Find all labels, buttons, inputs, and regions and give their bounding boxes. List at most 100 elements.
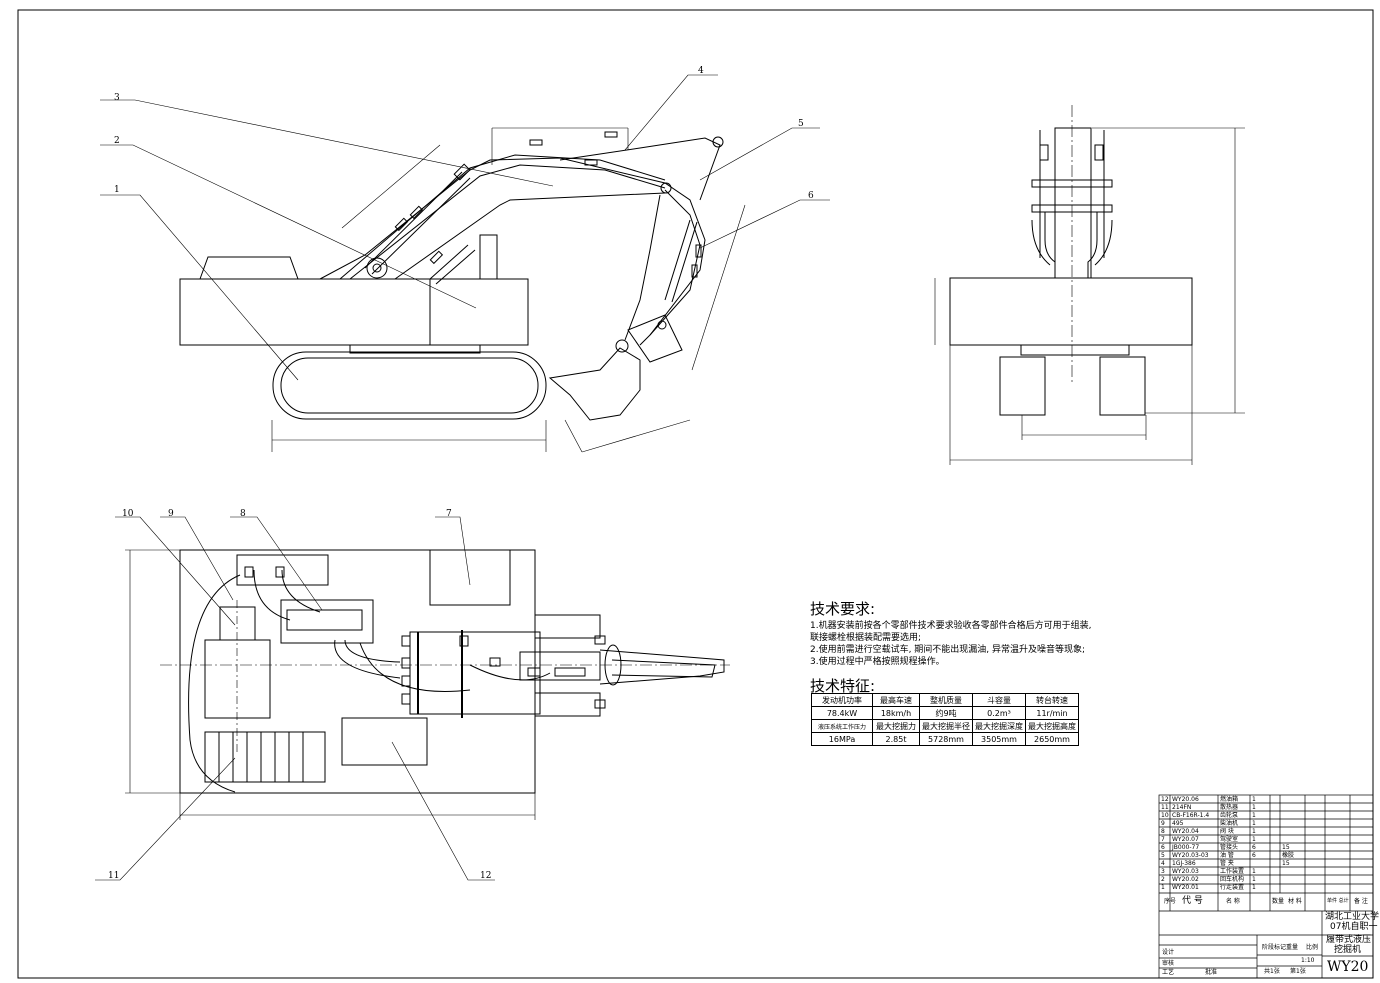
technical-requirements: 技术要求: 1.机器安装前按各个零部件技术要求验收各零部件合格后方可用于组装, … xyxy=(810,600,1110,668)
table-cell: 斗容量 xyxy=(972,693,1026,707)
bom-header-remark: 备 注 xyxy=(1354,898,1368,905)
drawing-frame xyxy=(17,9,1374,979)
track-inner xyxy=(280,357,539,414)
table-cell: 发动机功率 xyxy=(811,693,873,707)
bom-cell: 4 xyxy=(1161,860,1165,867)
bom-cell: 1 xyxy=(1252,796,1256,803)
top-view xyxy=(95,516,730,881)
label-design: 设计 xyxy=(1162,949,1175,956)
table-cell: 2.85t xyxy=(872,732,920,746)
requirement-line: 联接螺栓根据装配需要选用; xyxy=(810,633,922,643)
table-row: 液压系统工作压力最大挖掘力最大挖掘半径最大挖掘深度最大挖掘高度 xyxy=(811,719,1079,733)
balloon-10: 10 xyxy=(122,509,134,519)
product-name-line1: 履带式液压 xyxy=(1326,935,1372,945)
bom-cell: 9 xyxy=(1161,820,1165,827)
drawing-number: WY20 xyxy=(1327,959,1369,975)
bom-cell: WY20.01 xyxy=(1172,884,1199,891)
bom-cell: 齿轮泵 xyxy=(1220,812,1239,819)
table-cell: 约9吨 xyxy=(919,706,973,720)
label-check: 审核 xyxy=(1162,960,1175,967)
balloon-8: 8 xyxy=(240,509,246,519)
table-cell: 最大挖掘高度 xyxy=(1025,719,1079,733)
balloon-12: 12 xyxy=(480,871,491,881)
bom-header-weight: 单件 总计 xyxy=(1327,898,1349,904)
bom-cell: 橡胶 xyxy=(1282,852,1295,859)
track-outer xyxy=(272,351,547,420)
bom-cell: 10 xyxy=(1161,812,1169,819)
bom-header-qty: 数量 xyxy=(1272,898,1285,905)
valve-block xyxy=(280,599,374,644)
bom-cell: 行走装置 xyxy=(1220,884,1245,891)
balloon-7: 7 xyxy=(446,509,452,519)
boom-pivot xyxy=(366,257,388,279)
requirements-title: 技术要求: xyxy=(810,600,876,618)
requirement-line: 3.使用过程中严格按照规程操作。 xyxy=(810,657,945,667)
label-weight: 重量 xyxy=(1286,944,1299,951)
bom-cell: 8 xyxy=(1161,828,1165,835)
scale: 1:10 xyxy=(1301,957,1315,964)
label-approve: 批准 xyxy=(1205,969,1218,976)
table-cell: 最高车速 xyxy=(872,693,920,707)
label-process: 工艺 xyxy=(1162,969,1175,976)
balloon-1: 1 xyxy=(114,185,120,195)
sheet-number: 第1张 xyxy=(1290,968,1306,975)
bom-cell: WY20.04 xyxy=(1172,828,1199,835)
bucket xyxy=(548,347,641,421)
table-cell: 0.2m³ xyxy=(972,706,1026,720)
bom-cell: 散热器 xyxy=(1220,804,1239,811)
table-cell: 78.4kW xyxy=(811,706,873,720)
bom-header-material: 材 料 xyxy=(1288,898,1302,905)
table-cell: 最大挖掘力 xyxy=(872,719,920,733)
balloon-9: 9 xyxy=(168,509,174,519)
engine xyxy=(204,639,271,719)
bom-cell: 管 夹 xyxy=(1220,860,1234,867)
bom-cell: 11 xyxy=(1161,804,1169,811)
bom-cell: 1 xyxy=(1252,868,1256,875)
bom-cell: 7 xyxy=(1161,836,1165,843)
bom-cell: 15 xyxy=(1282,860,1290,867)
front-upper-body xyxy=(949,277,1193,346)
bom-cell: 1 xyxy=(1252,836,1256,843)
bom-cell: WY20.03 xyxy=(1172,868,1199,875)
bom-header-code: 代 号 xyxy=(1182,896,1203,906)
table-row: 发动机功率最高车速整机质量斗容量转台转速 xyxy=(811,693,1079,707)
bom-cell: 驾驶室 xyxy=(1220,836,1239,843)
bom-cell: CB-F16R-1.4 xyxy=(1172,812,1210,819)
bom-cell: 1 xyxy=(1252,884,1256,891)
bom-cell: 1GJ-386 xyxy=(1172,860,1196,867)
boom-top xyxy=(599,649,725,685)
sheets-total: 共1张 xyxy=(1264,968,1280,975)
product-name-line2: 挖掘机 xyxy=(1334,945,1362,955)
bom-cell: 1 xyxy=(1252,828,1256,835)
class-name: 07机自职一 xyxy=(1330,922,1378,932)
table-cell: 18km/h xyxy=(872,706,920,720)
bom-cell: 1 xyxy=(1252,820,1256,827)
table-cell: 整机质量 xyxy=(919,693,973,707)
bom-cell: 15 xyxy=(1282,844,1290,851)
top-body-outline xyxy=(179,549,536,794)
fuel-tank xyxy=(341,717,428,766)
bom-cell: JB000-77 xyxy=(1172,844,1200,851)
balloon-3: 3 xyxy=(114,93,120,103)
table-cell: 16MPa xyxy=(811,732,873,746)
bom-cell: 1 xyxy=(1161,884,1165,891)
upper-body xyxy=(179,278,529,346)
balloon-11: 11 xyxy=(108,871,119,881)
table-cell: 2650mm xyxy=(1025,732,1079,746)
bom-header-no: 序号 xyxy=(1164,898,1177,905)
bom-cell: 1 xyxy=(1252,812,1256,819)
bom-cell: WY20.02 xyxy=(1172,876,1199,883)
bom-cell: 495 xyxy=(1172,820,1184,827)
bom-cell: 1 xyxy=(1252,876,1256,883)
balloon-2: 2 xyxy=(114,136,120,146)
bom-cell: 1 xyxy=(1252,804,1256,811)
radiator xyxy=(204,731,326,783)
bom-cell: WY20.03-03 xyxy=(1172,852,1209,859)
bom-cell: 214FN xyxy=(1172,804,1192,811)
bom-cell: 6 xyxy=(1252,844,1256,851)
bom-cell: WY20.06 xyxy=(1172,796,1199,803)
table-cell: 5728mm xyxy=(919,732,973,746)
